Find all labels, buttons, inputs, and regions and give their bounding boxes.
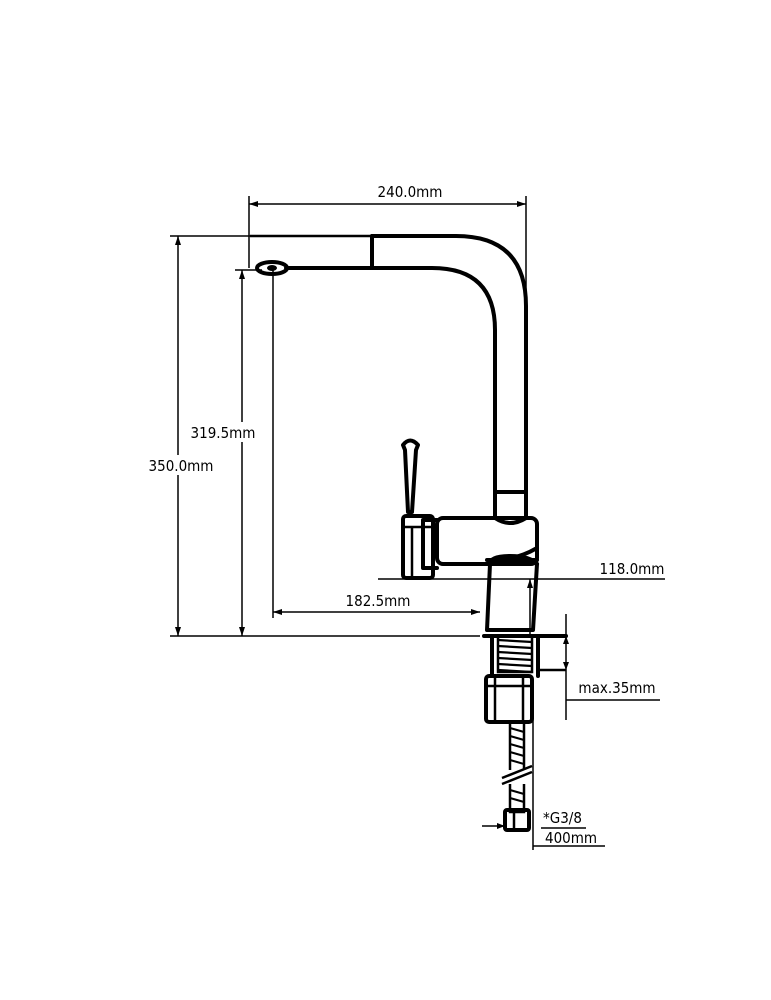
max-thickness-label: max.35mm: [578, 679, 655, 697]
width-total-label: 240.0mm: [378, 183, 443, 201]
dimension-body-height: 118.0mm: [378, 560, 665, 636]
spout-nozzle: [255, 260, 289, 276]
faucet-body: [250, 234, 539, 632]
dimension-hose: *G3/8 400mm: [482, 700, 605, 850]
hose-length-label: 400mm: [545, 829, 597, 847]
dimension-height-total: 350.0mm: [140, 235, 480, 637]
hose-fitting: [503, 808, 531, 832]
height-total-label: 350.0mm: [149, 457, 214, 475]
mounting-nut: [484, 674, 534, 724]
thread-label: *G3/8: [543, 809, 582, 827]
spout-height-label: 319.5mm: [191, 424, 256, 442]
body-height-label: 118.0mm: [600, 560, 665, 578]
supply-hose: [500, 720, 534, 832]
lever-handle: [401, 438, 420, 514]
dimension-width-total: 240.0mm: [248, 183, 527, 300]
dimension-spout-height: 319.5mm: [190, 269, 262, 636]
reach-label: 182.5mm: [346, 592, 411, 610]
dimension-reach: 182.5mm: [272, 270, 480, 618]
dimension-max-thickness: max.35mm: [563, 636, 660, 701]
